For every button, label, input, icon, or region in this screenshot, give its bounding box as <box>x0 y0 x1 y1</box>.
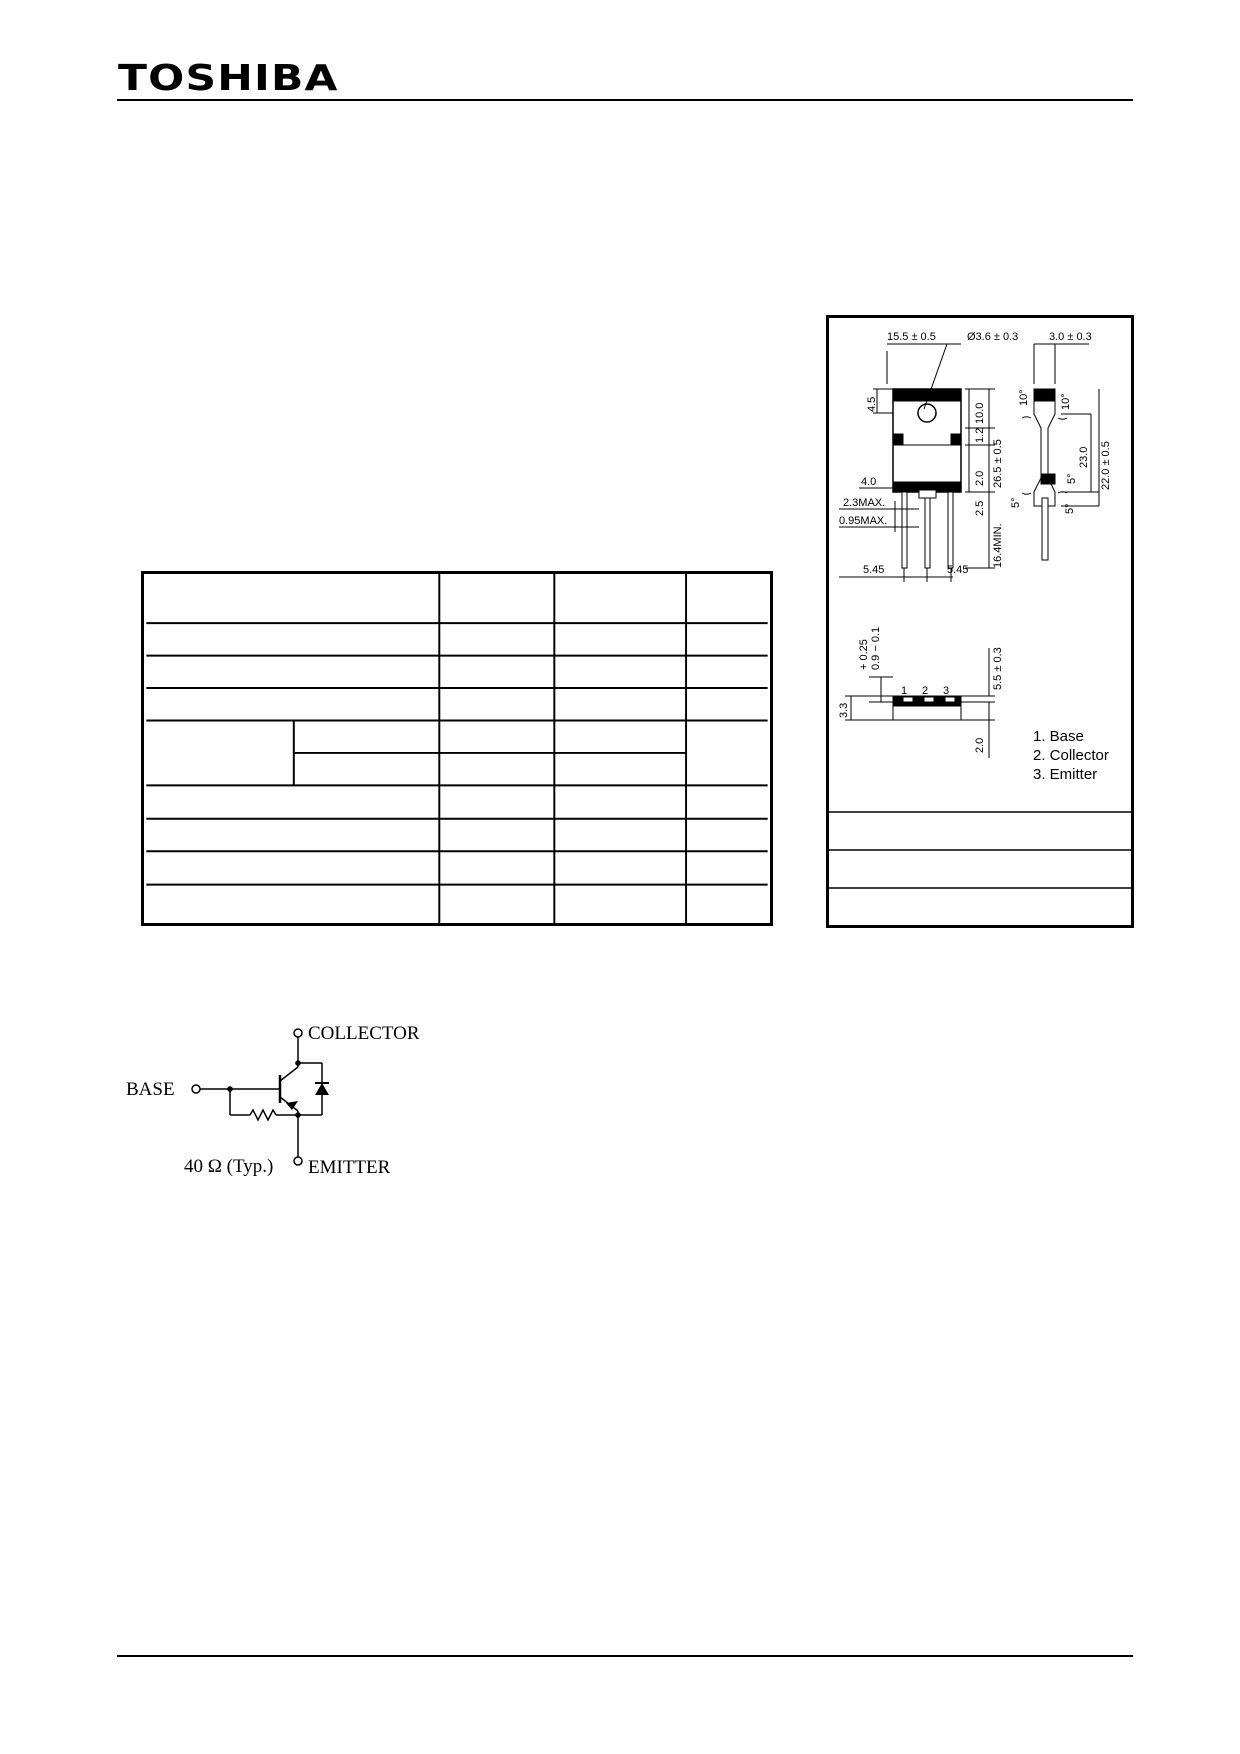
lead-3 <box>947 491 954 569</box>
package-outline-drawing: 15.5 ± 0.5 Ø3.6 ± 0.3 3.0 ± 0.3 4.5 10.0… <box>829 331 1131 889</box>
dim-0-9: 0.9 − 0.1 <box>870 627 882 670</box>
emitter-arrow <box>286 1101 298 1110</box>
dim-tol-plus: + 0.25 <box>858 639 870 670</box>
dim-2-3max: 2.3MAX. <box>843 497 885 509</box>
dim-3-3: 3.3 <box>838 703 850 718</box>
resistor-symbol <box>249 1108 277 1122</box>
toshiba-logo: TOSHIBA <box>118 58 339 99</box>
pin-number-2: 2 <box>922 685 928 697</box>
dim-10-0: 10.0 <box>974 403 986 424</box>
dim-2-0-upper: 2.0 <box>974 471 986 486</box>
base-label: BASE <box>126 1079 175 1100</box>
lead-2-shoulder <box>918 489 937 499</box>
pin-legend-emitter: 3. Emitter <box>1033 766 1097 783</box>
lead-1 <box>901 491 908 569</box>
collector-label: COLLECTOR <box>308 1023 420 1044</box>
body-notch-left <box>892 433 904 445</box>
dim-1-2: 1.2 <box>974 428 986 443</box>
diode-symbol <box>315 1083 329 1095</box>
lead-2 <box>924 491 931 569</box>
dim-4-5: 4.5 <box>866 397 878 412</box>
dim-width-top: 15.5 ± 0.5 <box>887 331 936 343</box>
angle-5-upper: 5° <box>1066 473 1078 484</box>
resistor-label: 40 Ω (Typ.) <box>184 1156 273 1177</box>
header-rule <box>117 99 1133 101</box>
side-view-lead <box>1041 497 1049 561</box>
side-view-body <box>1033 388 1056 507</box>
angle-5-left: 5° <box>1010 497 1022 508</box>
emitter-terminal <box>293 1156 303 1166</box>
emitter-label: EMITTER <box>308 1157 391 1178</box>
dim-2-5: 2.5 <box>974 501 986 516</box>
collector-terminal <box>293 1028 303 1038</box>
dim-5-5: 5.5 ± 0.3 <box>992 647 1004 690</box>
pin-legend-base: 1. Base <box>1033 728 1084 745</box>
ratings-table <box>141 571 773 926</box>
dim-side-thickness: 3.0 ± 0.3 <box>1049 331 1092 343</box>
pin-legend-collector: 2. Collector <box>1033 747 1109 764</box>
mounting-hole <box>917 403 937 423</box>
body-notch-right <box>950 433 962 445</box>
dim-5-45-right: 5.45 <box>947 564 968 576</box>
dim-5-45-left: 5.45 <box>863 564 884 576</box>
dim-hole-dia: Ø3.6 ± 0.3 <box>967 331 1018 343</box>
dim-0-95max: 0.95MAX. <box>839 515 887 527</box>
dim-4-0: 4.0 <box>861 476 876 488</box>
angle-10-left: 10° <box>1018 389 1030 406</box>
pin-number-1: 1 <box>901 685 907 697</box>
dim-16-4min: 16.4MIN. <box>992 523 1004 568</box>
dim-26-5: 26.5 ± 0.5 <box>992 439 1004 488</box>
equivalent-circuit: COLLECTOR BASE EMITTER 40 Ω (Typ.) <box>126 1023 420 1178</box>
dim-2-0-lower: 2.0 <box>974 738 986 753</box>
package-drawing-box: 15.5 ± 0.5 Ø3.6 ± 0.3 3.0 ± 0.3 4.5 10.0… <box>826 315 1134 928</box>
dim-23-0: 23.0 <box>1078 447 1090 468</box>
dim-22-0: 22.0 ± 0.5 <box>1100 441 1112 490</box>
side-view-tab <box>1033 388 1056 402</box>
angle-5-lower: 5° <box>1064 503 1076 514</box>
pin-number-3: 3 <box>943 685 949 697</box>
base-terminal <box>191 1084 201 1094</box>
angle-10-right: 10° <box>1060 393 1072 410</box>
footer-rule <box>117 1655 1133 1657</box>
side-view-notch <box>1040 473 1056 485</box>
